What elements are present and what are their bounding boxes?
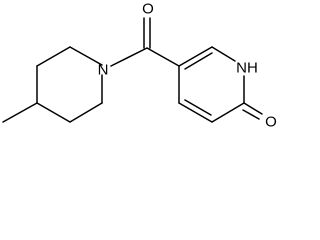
- bond-carbonyl-c-ring: [146, 47, 180, 67]
- piperidine-ring: [2, 46, 103, 123]
- ring-nh-label: NH: [236, 60, 258, 77]
- bond-ring-c3-c4: [178, 102, 213, 123]
- bond-pip-c6-c5: [36, 46, 71, 67]
- bond-ring-c5-c6: [178, 46, 213, 67]
- bond-lactam-c-o: [243, 102, 263, 115]
- lactam-oxygen-label: O: [265, 114, 277, 131]
- amide-linker: [110, 17, 180, 67]
- chemical-structure-diagram: O N NH O: [2, 1, 277, 131]
- bond-pip-n-c6: [69, 46, 103, 66]
- bond-pip-c4-c3: [36, 102, 71, 123]
- bond-ring-c3-c4-inner: [184, 99, 212, 116]
- bond-ring-c5-c6-inner: [184, 52, 213, 70]
- bond-methyl: [2, 102, 38, 123]
- pyridinone-ring: [178, 46, 263, 123]
- carbonyl-oxygen-label: O: [142, 1, 154, 18]
- bond-ring-c2-c3: [211, 102, 245, 123]
- bond-n-carbonyl-c: [110, 47, 148, 67]
- bond-ring-c6-nh: [211, 46, 236, 62]
- bond-lactam-c-o-inner: [242, 109, 260, 120]
- bond-pip-c3-c2: [69, 102, 103, 123]
- amide-nitrogen-label: N: [98, 62, 109, 79]
